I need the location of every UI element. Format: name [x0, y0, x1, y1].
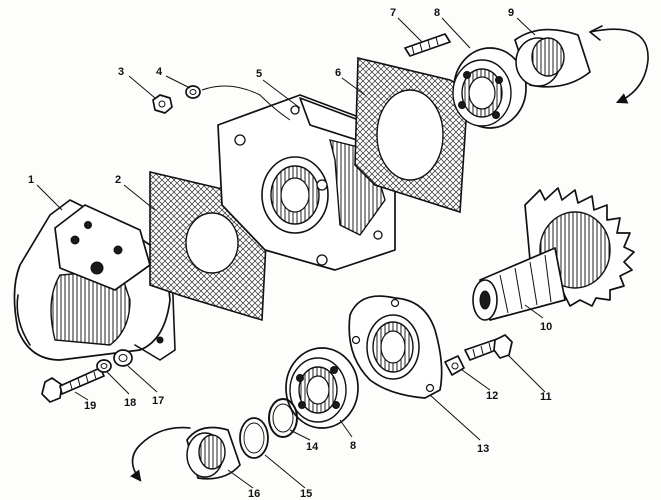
label-4: 4	[156, 66, 163, 78]
part-18-washer	[96, 359, 112, 373]
label-13: 13	[477, 443, 489, 455]
label-3: 3	[118, 66, 124, 78]
leader-lines	[36, 17, 546, 489]
part-8-bearing-upper	[452, 47, 527, 129]
label-11: 11	[540, 391, 552, 403]
label-12: 12	[486, 390, 498, 402]
label-8-lower: 8	[350, 440, 356, 452]
label-5: 5	[256, 68, 262, 80]
label-2: 2	[115, 174, 121, 186]
label-16: 16	[248, 488, 260, 500]
part-14-ring	[268, 398, 298, 438]
part-17-washer	[113, 349, 133, 367]
part-19-bolt	[41, 367, 105, 403]
label-19: 19	[84, 400, 96, 412]
part-9-bearing-race	[514, 28, 591, 88]
rotation-arrow-lower	[130, 426, 191, 482]
part-3-nut	[152, 94, 173, 114]
part-13-flange	[348, 295, 443, 399]
part-7-stud	[404, 33, 451, 57]
label-18: 18	[124, 397, 136, 409]
part-10-gear-shaft	[472, 187, 635, 321]
label-9: 9	[508, 7, 514, 19]
part-12-washer	[444, 355, 465, 376]
label-15: 15	[300, 488, 312, 500]
label-6: 6	[335, 67, 341, 79]
part-16-bearing-race	[186, 426, 241, 480]
part-5-adapter-housing	[217, 94, 396, 271]
part-6-gasket	[354, 56, 469, 214]
part-8-bearing-lower	[285, 347, 359, 429]
label-8-upper: 8	[434, 7, 440, 19]
rotation-arrow-upper	[589, 28, 649, 104]
label-17: 17	[152, 395, 164, 407]
label-7: 7	[390, 7, 396, 19]
label-1: 1	[28, 174, 34, 186]
label-10: 10	[540, 321, 552, 333]
part-4-washer	[185, 85, 201, 99]
label-14: 14	[306, 441, 319, 453]
part-15-snap-ring	[239, 417, 269, 459]
part-11-bolt	[464, 334, 513, 361]
arrow-tail	[589, 25, 603, 41]
